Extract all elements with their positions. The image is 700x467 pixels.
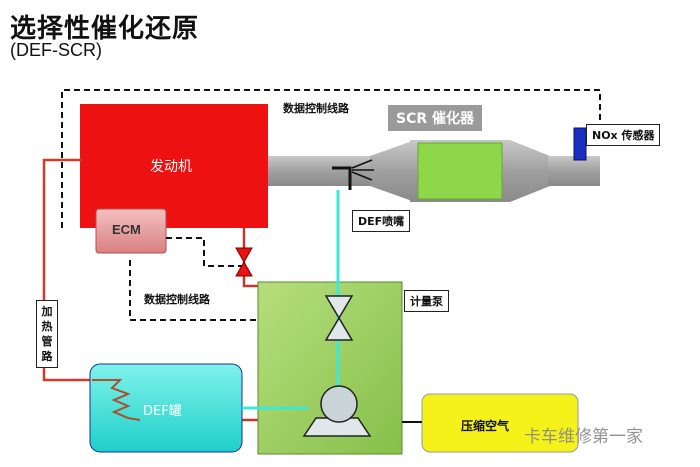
pump-valve-top xyxy=(324,295,354,320)
def-nozzle xyxy=(332,166,352,190)
scr-outlet-cone xyxy=(510,140,550,202)
pump-motor xyxy=(320,385,358,423)
nox-sensor-label: NOx 传感器 xyxy=(586,124,661,146)
engine-block xyxy=(80,104,268,228)
engine-label: 发动机 xyxy=(150,159,192,175)
scr-label: SCR 催化器 xyxy=(388,105,483,131)
tank-heater-coil xyxy=(92,379,141,421)
scr-catalyst xyxy=(417,142,503,200)
data-line-top-label: 数据控制线路 xyxy=(283,102,349,115)
data-line-bottom-label: 数据控制线路 xyxy=(144,293,210,306)
ecm-box xyxy=(95,208,167,254)
data-line-top xyxy=(61,89,601,228)
tailpipe xyxy=(548,156,600,186)
def-tank-label: DEF罐 xyxy=(143,404,182,419)
diagram-title: 选择性催化还原 xyxy=(10,14,200,44)
heating-line xyxy=(42,158,92,382)
def-nozzle-label: DEF喷嘴 xyxy=(352,210,411,232)
compressed-air-label: 压缩空气 xyxy=(461,419,510,433)
metering-pump-label: 计量泵 xyxy=(404,290,449,312)
coolant-valve-top xyxy=(235,247,253,264)
coolant-valve-bottom xyxy=(235,260,253,277)
nox-sensor xyxy=(573,127,587,161)
heating-line-label: 加热管路 xyxy=(36,300,58,368)
exhaust-pipe xyxy=(266,156,381,186)
pump-valve-bottom xyxy=(324,316,354,341)
scr-inlet-cone xyxy=(370,140,415,202)
ecm-label: ECM xyxy=(112,222,141,237)
watermark-logo: 卡车维修第一家 xyxy=(524,427,643,447)
nozzle-spray xyxy=(351,159,374,181)
data-line-ecm-valve xyxy=(166,237,242,267)
pump-base xyxy=(302,417,372,437)
diagram-subtitle: (DEF-SCR) xyxy=(10,40,102,60)
